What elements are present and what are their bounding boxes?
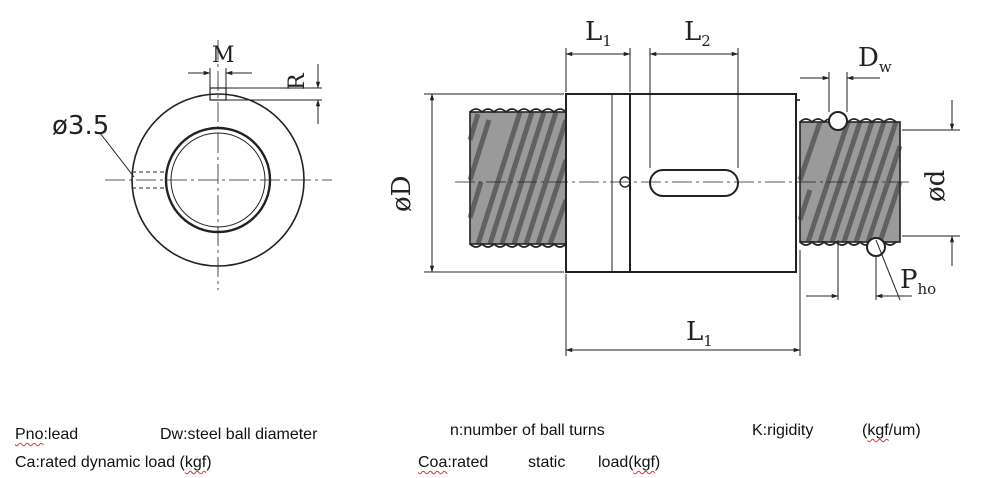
label-L2: L2 bbox=[684, 17, 711, 50]
label-L1-bottom: L1 bbox=[686, 317, 713, 350]
label-outer-diameter: øD bbox=[387, 176, 417, 213]
end-view bbox=[99, 40, 332, 290]
label-L1-top: L1 bbox=[585, 17, 612, 50]
label-M: M bbox=[212, 43, 235, 68]
legend-rigidity: K:rigidity bbox=[752, 422, 814, 439]
legend-dynamic-load: Ca:rated dynamic load (kgf) bbox=[15, 454, 212, 471]
label-Dw: Dw bbox=[858, 43, 892, 76]
nut-body bbox=[629, 93, 797, 273]
keyway-slot bbox=[649, 169, 739, 197]
left-screw-shaft bbox=[467, 108, 569, 248]
steel-ball-top bbox=[828, 111, 848, 131]
legend-load-unit: load(kgf) bbox=[598, 454, 661, 471]
label-hole-diameter: ø3.5 bbox=[52, 111, 109, 141]
label-shaft-diameter: ød bbox=[921, 170, 951, 202]
nut-flange bbox=[565, 93, 631, 273]
legend-static-load-coa: Coa:rated bbox=[418, 454, 489, 471]
legend-rigidity-unit: (kgf/um) bbox=[862, 422, 921, 439]
technical-drawing: M R ø3.5 bbox=[52, 17, 960, 356]
legend-steel-ball-diameter: Dw:steel ball diameter bbox=[160, 426, 318, 443]
side-view bbox=[424, 48, 960, 356]
label-Pho: Pho bbox=[900, 265, 936, 298]
legend-static-word: static bbox=[528, 454, 566, 471]
legend-ball-turns: n:number of ball turns bbox=[450, 422, 605, 439]
legend-lead: Pno:lead bbox=[15, 426, 79, 443]
label-R: R bbox=[285, 72, 310, 90]
